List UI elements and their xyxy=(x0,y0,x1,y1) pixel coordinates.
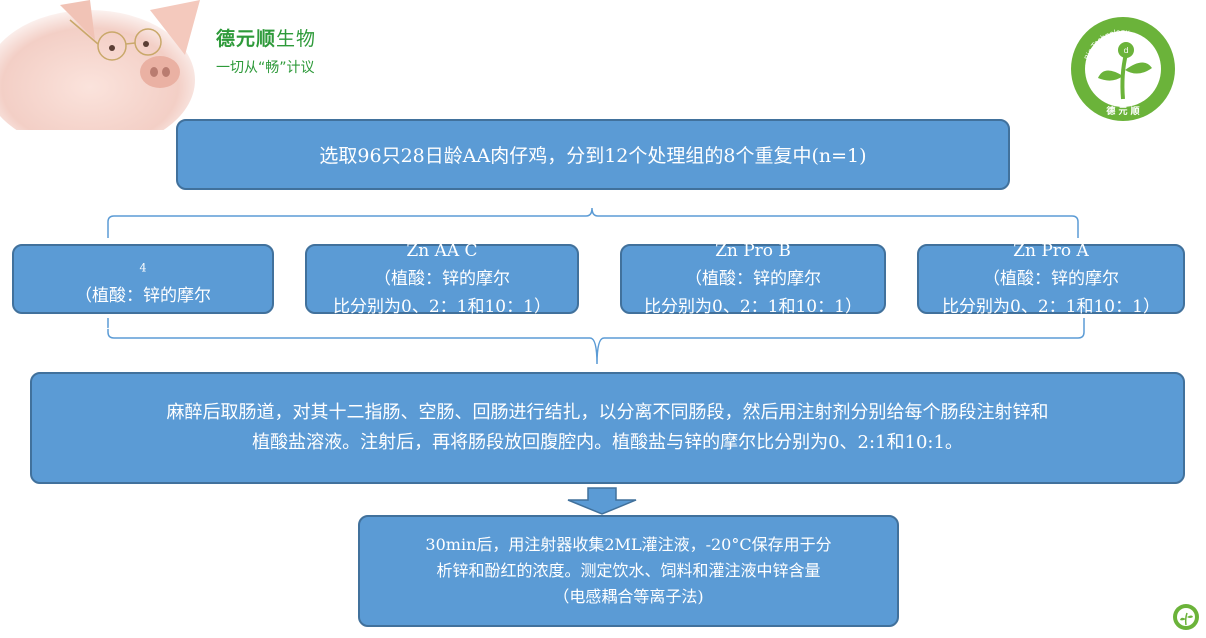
bottom-brace xyxy=(107,318,1085,365)
svg-text:德 元 顺: 德 元 顺 xyxy=(1106,105,1139,117)
measurement-line2: 析锌和酚红的浓度。测定饮水、饲料和灌注液中锌含量 xyxy=(436,561,821,580)
group-box-zn-aa-c: Zn AA C（植酸：锌的摩尔 比分别为0、2：1和10：1） xyxy=(305,241,579,317)
brand-block: 德元顺生物 一切从“畅”计议 xyxy=(216,24,316,77)
procedure-line2: 植酸盐溶液。注射后，再将肠段放回腹腔内。植酸盐与锌的摩尔比分别为0、2:1和10… xyxy=(252,432,963,453)
group-line1: Zn Pro B（植酸：锌的摩尔 xyxy=(685,241,821,289)
company-logo-icon: Bio-Technology d 德 元 顺 xyxy=(1066,14,1180,124)
measurement-box: 30min后，用注射器收集2ML灌注液，-20°C保存用于分 析锌和酚红的浓度。… xyxy=(358,515,899,627)
measurement-line1: 30min后，用注射器收集2ML灌注液，-20°C保存用于分 xyxy=(425,535,832,554)
measurement-line3: （电感耦合等离子法) xyxy=(553,587,704,606)
procedure-line1: 麻醉后取肠道，对其十二指肠、空肠、回肠进行结扎，以分离不同肠段，然后用注射剂分别… xyxy=(166,402,1049,423)
group-line1: Zn AA C（植酸：锌的摩尔 xyxy=(374,241,510,289)
sample-selection-text: 选取96只28日龄AA肉仔鸡，分到12个处理组的8个重复中(n=1) xyxy=(319,145,867,167)
brand-slogan: 一切从“畅”计议 xyxy=(216,60,315,76)
sample-selection-box: 选取96只28日龄AA肉仔鸡，分到12个处理组的8个重复中(n=1) xyxy=(176,119,1010,190)
down-arrow-icon xyxy=(567,487,637,515)
top-brace xyxy=(107,207,1079,238)
group-line2: 比分别为0、2：1和10：1） xyxy=(34,314,252,335)
procedure-box: 麻醉后取肠道，对其十二指肠、空肠、回肠进行结扎，以分离不同肠段，然后用注射剂分别… xyxy=(30,372,1185,484)
pig-with-glasses-image xyxy=(0,0,215,130)
group-line2: 比分别为0、2：1和10：1） xyxy=(644,297,862,317)
group-line2: 比分别为0、2：1和10：1） xyxy=(942,297,1160,317)
group-box-zn-pro-b: Zn Pro B（植酸：锌的摩尔 比分别为0、2：1和10：1） xyxy=(620,241,886,317)
small-logo-icon xyxy=(1172,603,1200,631)
brand-title: 德元顺生物 xyxy=(216,28,317,50)
group-line2: 比分别为0、2：1和10：1） xyxy=(333,297,551,317)
group-box-zn-pro-a: Zn Pro A（植酸：锌的摩尔 比分别为0、2：1和10：1） xyxy=(917,241,1185,317)
svg-text:d: d xyxy=(1123,46,1128,55)
group-line1: Zn Pro A（植酸：锌的摩尔 xyxy=(983,241,1119,289)
